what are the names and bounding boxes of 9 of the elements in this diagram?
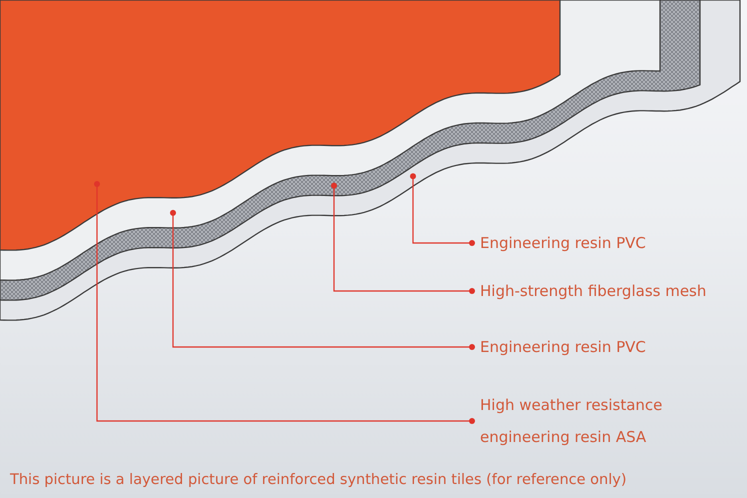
caption: This picture is a layered picture of reinforced synthetic resin tiles (for reference only) — [10, 472, 626, 488]
leader-line — [94, 180, 475, 424]
leader-line — [170, 210, 475, 350]
layer-label: High weather resistance engineering resin ASA — [480, 389, 710, 453]
leader-line — [331, 182, 475, 294]
layer-label: High-strength fiberglass mesh — [480, 275, 706, 307]
layer-label: Engineering resin PVC — [480, 331, 646, 363]
leader-line — [410, 173, 475, 246]
layer-label: Engineering resin PVC — [480, 227, 646, 259]
